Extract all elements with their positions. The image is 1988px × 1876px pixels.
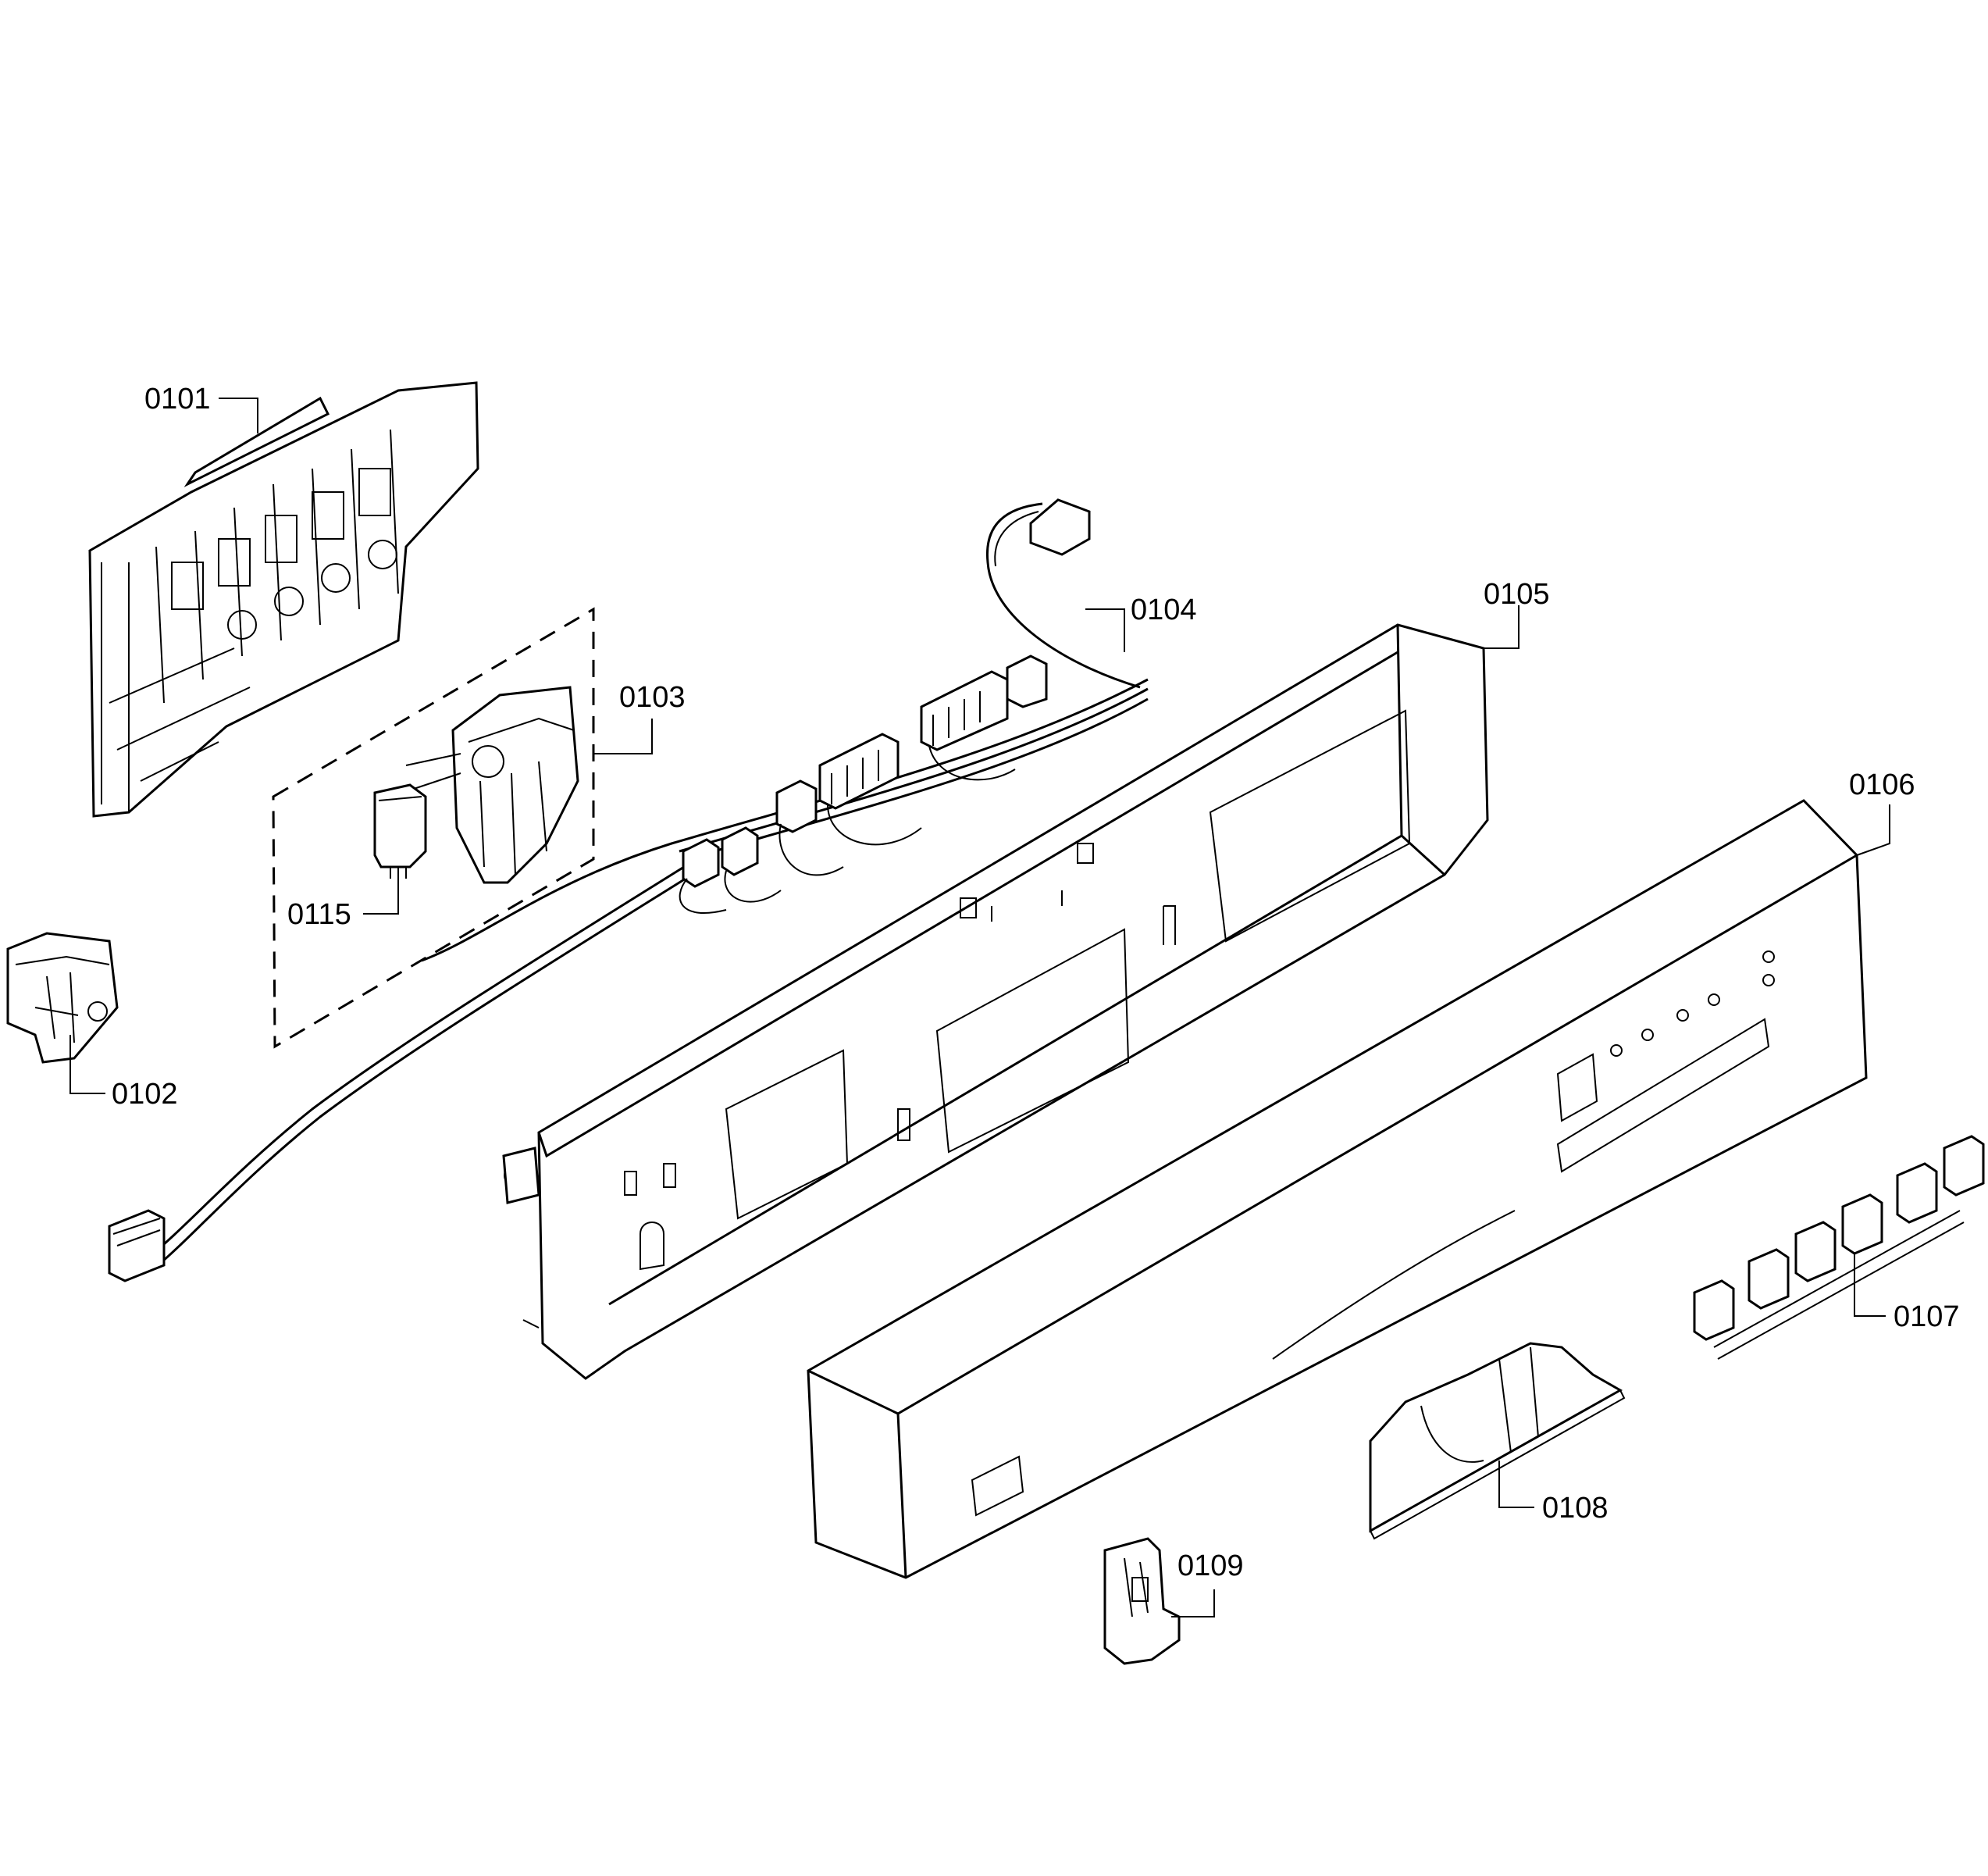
label-0105: 0105 [1484, 578, 1550, 611]
part-0103-switch-block [405, 686, 579, 884]
callout-leaders [69, 398, 1890, 1617]
label-0106: 0106 [1849, 769, 1915, 801]
label-0104: 0104 [1131, 594, 1197, 626]
part-0108-handle [1369, 1342, 1626, 1540]
part-0105-front-frame [502, 623, 1489, 1380]
label-0108: 0108 [1542, 1492, 1609, 1525]
part-0104-wiring-harness [108, 498, 1149, 1282]
part-0102-switch [6, 932, 119, 1064]
label-0103: 0103 [619, 681, 686, 714]
label-0101: 0101 [144, 383, 211, 416]
part-0115-component [373, 783, 427, 879]
part-0101-control-module [88, 381, 479, 818]
part-0107-button-set [1693, 1135, 1985, 1360]
label-0109: 0109 [1177, 1550, 1244, 1582]
label-0102: 0102 [112, 1078, 178, 1111]
part-0106-facia-panel [807, 799, 1868, 1579]
label-0115: 0115 [287, 898, 351, 931]
part-0109-latch [1103, 1537, 1181, 1665]
label-0107: 0107 [1894, 1300, 1960, 1333]
part-0103-assembly-outline [272, 607, 595, 1049]
